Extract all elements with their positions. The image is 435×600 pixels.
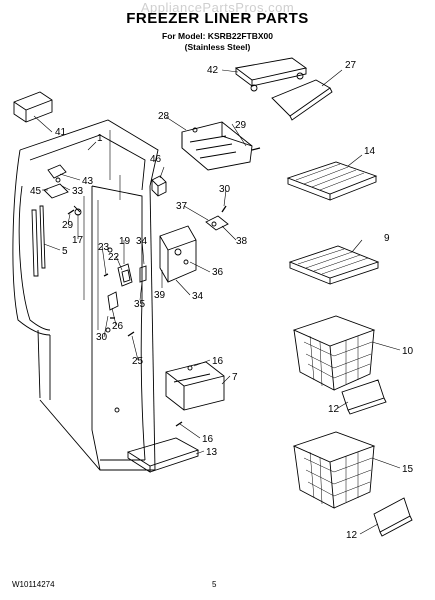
callout-19: 19 (119, 236, 131, 247)
callout-15: 15 (402, 464, 414, 475)
callout-39: 39 (154, 290, 166, 301)
callout-5: 5 (62, 246, 68, 257)
vent-cover-drawing (13, 91, 53, 123)
model-line: For Model: KSRB22FTBX00 (162, 31, 273, 41)
callout-9: 9 (384, 233, 390, 244)
callout-30b: 30 (96, 332, 108, 343)
callout-22: 22 (108, 252, 120, 263)
callout-37: 37 (176, 201, 188, 212)
callout-13: 13 (206, 447, 218, 458)
shelf-14-drawing (286, 161, 378, 201)
left-rail-drawing (31, 205, 46, 277)
page-title: FREEZER LINER PARTS (126, 10, 309, 27)
callout-28: 28 (158, 111, 170, 122)
callout-43: 43 (82, 176, 94, 187)
callout-45: 45 (30, 186, 42, 197)
callout-23: 23 (98, 242, 110, 253)
small-bracket-drawing (107, 291, 119, 311)
shelf-9-drawing (288, 245, 380, 285)
callout-46: 46 (150, 154, 162, 165)
callout-34b: 34 (192, 291, 204, 302)
variant-line: (Stainless Steel) (184, 42, 251, 52)
document-number: W10114274 (12, 580, 55, 589)
callout-16a: 16 (212, 356, 224, 367)
callout-41: 41 (55, 127, 67, 138)
callout-42: 42 (207, 65, 219, 76)
callout-29a: 29 (235, 120, 247, 131)
callout-10: 10 (402, 346, 414, 357)
callout-36: 36 (212, 267, 224, 278)
lower-housing-drawing (165, 361, 225, 411)
callout-38: 38 (236, 236, 248, 247)
callout-26: 26 (112, 321, 124, 332)
bottom-trim-drawing (126, 421, 200, 473)
callout-29b: 29 (62, 220, 74, 231)
basket-10-drawing (292, 315, 376, 391)
light-housing-drawing (181, 121, 261, 171)
callout-33: 33 (72, 186, 84, 197)
callout-12b: 12 (346, 530, 358, 541)
page-number: 5 (212, 580, 217, 589)
damper-bracket-drawing (205, 205, 229, 231)
light-shield-drawing (271, 79, 333, 121)
callout-27: 27 (345, 60, 357, 71)
watermark: AppliancePartsPros.com (140, 0, 295, 15)
freezer-liner-drawing (12, 119, 159, 471)
callout-34a: 34 (136, 236, 148, 247)
top-bracket-drawing (234, 57, 308, 92)
clip-drawing (151, 175, 167, 197)
callout-12a: 12 (328, 404, 340, 415)
tag-12-lower-drawing (373, 497, 413, 537)
callout-35: 35 (134, 299, 146, 310)
basket-15-drawing (292, 431, 376, 509)
switch-drawing (103, 263, 147, 287)
callout-7: 7 (232, 372, 238, 383)
leader-lines (33, 69, 401, 535)
sensor-bracket-drawing (43, 164, 69, 199)
callout-30a: 30 (219, 184, 231, 195)
callout-1: 1 (97, 133, 103, 144)
tag-12-upper-drawing (341, 379, 387, 415)
callout-14: 14 (364, 146, 376, 157)
callout-numbers: 42 27 28 29 41 1 46 14 43 45 33 30 37 38… (30, 60, 414, 541)
control-panel-drawing (159, 225, 197, 283)
callout-16b: 16 (202, 434, 214, 445)
callout-25: 25 (132, 356, 144, 367)
callout-17: 17 (72, 235, 84, 246)
